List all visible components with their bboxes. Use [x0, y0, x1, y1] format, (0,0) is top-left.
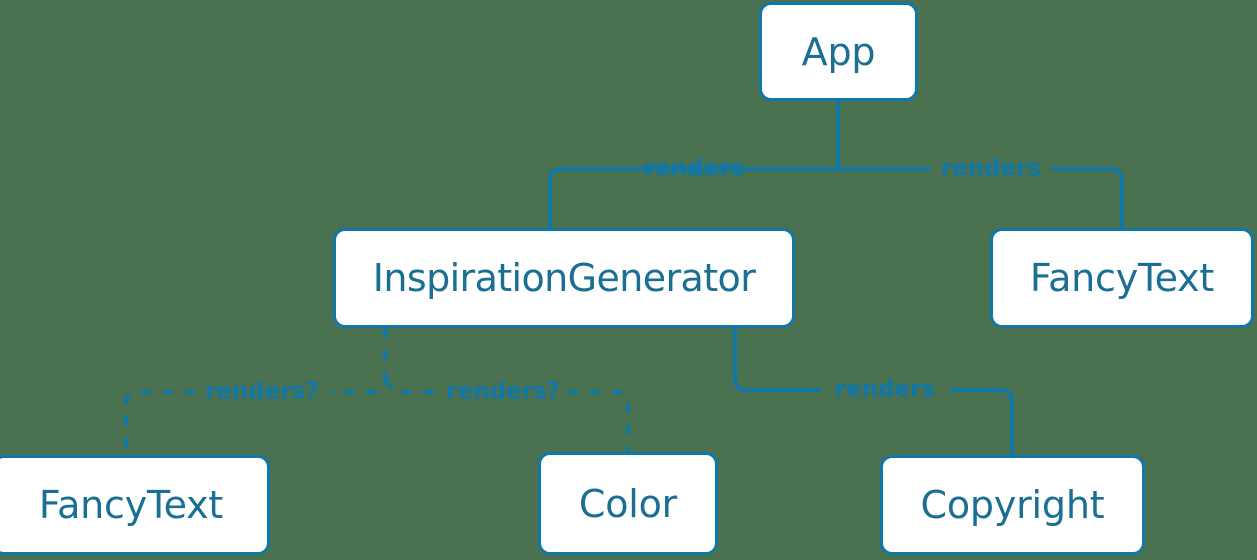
edge-label-app-inspirationgenerator: renders [643, 155, 745, 182]
node-app[interactable]: App [759, 2, 918, 101]
edge-label-inspirationgenerator-copyright: renders [834, 376, 936, 403]
node-fancytext-right-label: FancyText [1029, 256, 1215, 300]
node-color[interactable]: Color [538, 452, 718, 555]
node-fancytext-right[interactable]: FancyText [990, 228, 1254, 328]
node-copyright[interactable]: Copyright [880, 455, 1145, 555]
edge-inspirationgenerator-to-copyright [733, 328, 1014, 455]
edge-inspirationgenerator-to-color-dashed [383, 378, 630, 452]
edge-inspirationgenerator-to-fancytext-dashed [124, 328, 387, 455]
edge-label-app-fancytext: renders [940, 155, 1042, 182]
node-inspiration-generator-label: InspirationGenerator [372, 256, 756, 300]
node-fancytext-bottom-label: FancyText [38, 483, 224, 527]
node-color-label: Color [578, 481, 678, 526]
node-app-label: App [801, 29, 876, 74]
edge-label-inspirationgenerator-color: renders? [446, 378, 560, 405]
edge-label-inspirationgenerator-fancytext: renders? [205, 378, 319, 405]
node-copyright-label: Copyright [920, 483, 1105, 527]
edge-app-to-fancytext [838, 167, 1124, 228]
node-inspiration-generator[interactable]: InspirationGenerator [333, 228, 795, 328]
node-fancytext-bottom[interactable]: FancyText [0, 455, 270, 555]
